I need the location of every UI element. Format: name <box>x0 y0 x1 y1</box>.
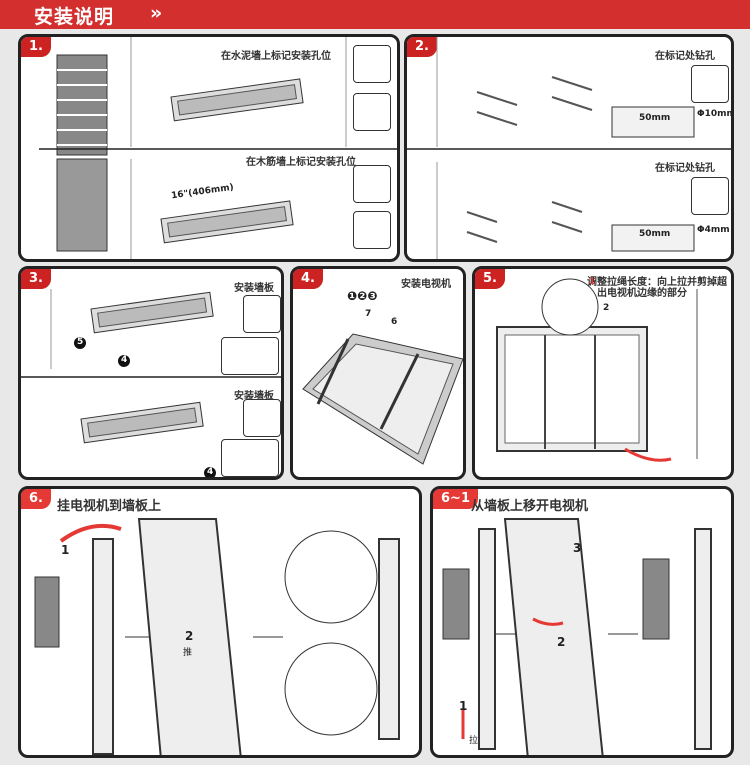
step-6-1-illustration <box>442 518 712 755</box>
anchor-bolt-icon <box>221 337 279 375</box>
drill-depth-label-wood: 50mm <box>639 229 671 239</box>
step-marker-1: 1 <box>589 277 596 287</box>
bubble-level-icon <box>353 93 391 131</box>
page-title: 安装说明 <box>34 6 115 28</box>
caption-install-plate: 安装墙板 <box>234 283 274 294</box>
step-marker-1: 1 <box>61 543 70 557</box>
step-marker-1: 1 <box>459 699 468 713</box>
step-2-panel: 2. 在标记处钻孔 在标记处钻孔 50mm Φ10mm 50mm Φ4mm <box>404 34 734 262</box>
step-number: 6~1 <box>433 489 478 509</box>
socket-wrench-icon <box>243 399 281 437</box>
caption-wood-stud: 在木筋墙上标记安装孔位 <box>246 157 356 168</box>
caption-install-tv: 安装电视机 <box>401 279 451 290</box>
step-number: 5. <box>475 269 505 289</box>
caption-adjust-cord: 调整拉绳长度：向上拉并剪掉超 出电视机边缘的部分 <box>587 277 727 299</box>
step-marker-2: 2 <box>603 303 610 313</box>
part-4-marker-wood: 4 <box>207 467 214 477</box>
double-chevron-icon: » <box>150 2 163 24</box>
drill-icon <box>691 65 729 103</box>
parts-1-2-3-markers: ❶❷❸ <box>347 289 378 303</box>
step-marker-2: 2 <box>185 629 194 643</box>
header-banner: 安装说明 » <box>0 0 750 29</box>
step-number: 2. <box>407 37 437 57</box>
step-4-illustration <box>302 333 463 465</box>
step-1-illustration <box>39 37 397 259</box>
step-6-panel: 6. 挂电视机到墙板上 1 2 推 <box>18 486 422 758</box>
step-marker-2: 2 <box>557 635 566 649</box>
step-3-illustration <box>21 289 281 477</box>
caption-drill-holes-wood: 在标记处钻孔 <box>655 163 715 174</box>
step-number: 3. <box>21 269 51 289</box>
caption-hang-tv: 挂电视机到墙板上 <box>57 499 162 514</box>
step-1-panel: 1. 在水泥墙上标记安装孔位 在木筋墙上标记安装孔位 16"(406mm) <box>18 34 400 262</box>
caption-install-plate-wood: 安装墙板 <box>234 391 274 402</box>
step-4-panel: 4. 安装电视机 ❶❷❸ 7 6 <box>290 266 466 480</box>
part-5-marker: 5 <box>77 337 84 347</box>
push-label: 推 <box>183 648 193 658</box>
step-number: 4. <box>293 269 323 289</box>
step-marker-3: 3 <box>573 541 582 555</box>
drill-depth-label: 50mm <box>639 113 671 123</box>
step-5-illustration <box>496 278 698 462</box>
step-6-1-panel: 6~1 从墙板上移开电视机 1 拉 2 3 <box>430 486 734 758</box>
step-5-panel: 5. 调整拉绳长度：向上拉并剪掉超 出电视机边缘的部分 1 2 <box>472 266 734 480</box>
lag-bolt-icon <box>221 439 279 477</box>
level-tool-icon <box>353 45 391 83</box>
part-7-marker: 7 <box>365 309 372 319</box>
drill-icon <box>691 177 729 215</box>
drill-diameter-label-wood: Φ4mm <box>697 225 730 235</box>
pull-label: 拉 <box>469 736 479 746</box>
part-6-marker: 6 <box>391 317 398 327</box>
bubble-level-icon <box>353 211 391 249</box>
step-6-illustration <box>34 518 400 755</box>
drill-diameter-label: Φ10mm <box>697 109 734 119</box>
caption-concrete: 在水泥墙上标记安装孔位 <box>221 51 331 62</box>
caption-drill-holes: 在标记处钻孔 <box>655 51 715 62</box>
level-tool-icon <box>353 165 391 203</box>
part-4-marker: 4 <box>121 355 128 365</box>
step-3-panel: 3. 安装墙板 安装墙板 5 4 4 <box>18 266 284 480</box>
socket-wrench-icon <box>243 295 281 333</box>
step-number: 1. <box>21 37 51 57</box>
step-number: 6. <box>21 489 51 509</box>
caption-adjust-cord-line2: 出电视机边缘的部分 <box>597 288 687 299</box>
caption-remove-tv: 从墙板上移开电视机 <box>471 499 589 514</box>
caption-adjust-cord-line1: 调整拉绳长度：向上拉并剪掉超 <box>587 277 727 288</box>
step-2-illustration <box>407 37 731 259</box>
